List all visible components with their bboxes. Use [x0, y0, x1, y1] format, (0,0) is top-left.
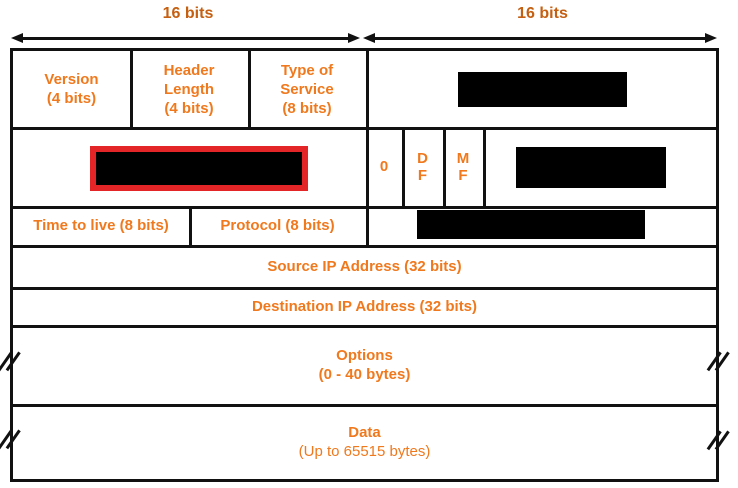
cell-source-ip: Source IP Address (32 bits) [13, 245, 716, 287]
cell-label: D [417, 149, 428, 167]
redacted-box-row1 [458, 72, 627, 107]
break-mark-data-right-icon [702, 424, 736, 458]
cell-label: Length [164, 80, 214, 98]
cell-type-of-service: Type of Service (8 bits) [248, 51, 366, 127]
cell-time-to-live: Time to live (8 bits) [13, 206, 189, 245]
cell-version: Version (4 bits) [13, 51, 130, 127]
bits-label-right: 16 bits [517, 5, 568, 22]
cell-header-length: Header Length (4 bits) [130, 51, 248, 127]
grid-line [248, 51, 251, 127]
redacted-box-highlighted-row2 [90, 146, 308, 191]
arrowhead-right-icon [705, 33, 717, 43]
cell-label: M [456, 149, 470, 167]
grid-line [13, 206, 716, 209]
grid-line [483, 127, 486, 206]
grid-line [366, 127, 369, 206]
break-mark-options-right-icon [702, 345, 736, 379]
cell-label: Data [348, 423, 381, 441]
grid-line [366, 206, 369, 245]
cell-label: (4 bits) [164, 99, 214, 117]
cell-label: Service [280, 80, 334, 98]
cell-flag-zero: 0 [366, 127, 402, 206]
cell-label: F [458, 166, 468, 184]
redacted-box-row2-right [516, 147, 666, 188]
cell-label: (8 bits) [282, 99, 332, 117]
arrowhead-left-icon [11, 33, 23, 43]
arrow-shaft [18, 37, 353, 40]
arrowhead-left-icon [363, 33, 375, 43]
grid-line [13, 127, 716, 130]
cell-flag-mf: M F [443, 127, 483, 206]
grid-line [13, 245, 716, 248]
left-span-arrow [11, 33, 360, 43]
cell-label: Header [163, 61, 215, 79]
grid-line [443, 127, 446, 206]
cell-data: Data (Up to 65515 bytes) [13, 404, 716, 479]
arrow-shaft [370, 37, 710, 40]
grid-line [402, 127, 405, 206]
cell-label: Time to live (8 bits) [33, 217, 169, 234]
cell-options: Options (0 - 40 bytes) [13, 325, 716, 404]
cell-protocol: Protocol (8 bits) [189, 206, 366, 245]
grid-line [366, 51, 369, 127]
grid-line [13, 325, 716, 328]
grid-line [130, 51, 133, 127]
right-span-arrow [363, 33, 717, 43]
break-mark-data-left-icon [0, 423, 27, 457]
cell-destination-ip: Destination IP Address (32 bits) [13, 287, 716, 325]
cell-sublabel: (Up to 65515 bytes) [298, 442, 431, 460]
cell-label: Protocol (8 bits) [220, 217, 335, 234]
cell-label: Options [336, 346, 393, 364]
cell-label: Version [44, 71, 99, 88]
cell-label: (0 - 40 bytes) [318, 365, 411, 383]
break-mark-options-left-icon [0, 345, 27, 379]
cell-label: Type of [280, 61, 334, 79]
cell-flag-df: D F [402, 127, 443, 206]
cell-label: Destination IP Address (32 bits) [251, 297, 478, 315]
cell-label: F [417, 166, 428, 184]
cell-label: 0 [379, 158, 389, 175]
grid-line [189, 206, 192, 245]
grid-line [13, 404, 716, 407]
grid-line [13, 287, 716, 290]
cell-label: (4 bits) [46, 90, 97, 107]
cell-label: Source IP Address (32 bits) [267, 257, 462, 275]
arrowhead-right-icon [348, 33, 360, 43]
header-grid: Version (4 bits) Header Length (4 bits) … [10, 48, 719, 482]
bits-label-left: 16 bits [162, 5, 214, 22]
redacted-box-row3 [417, 210, 645, 239]
